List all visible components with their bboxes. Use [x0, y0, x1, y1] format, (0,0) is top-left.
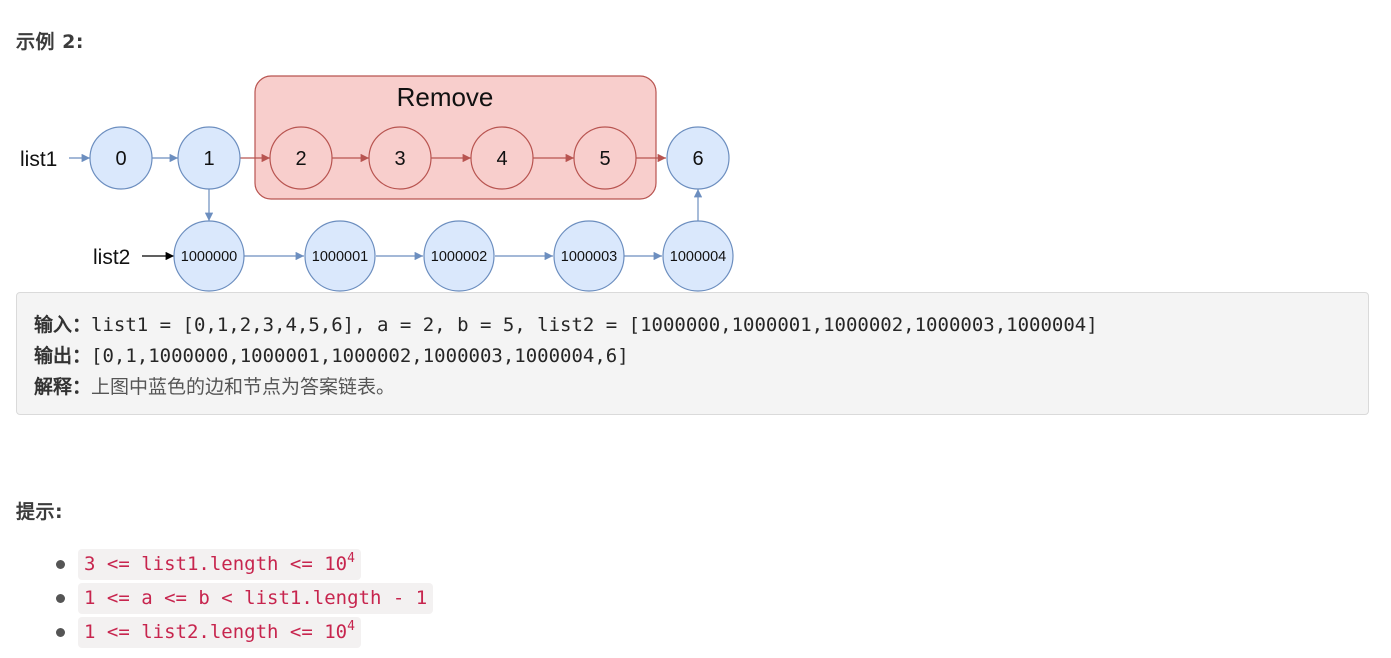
list1-node-3-label: 3 — [394, 148, 405, 170]
hint-text: 1 <= list2.length <= 10 — [84, 621, 348, 643]
list1-node-1-label: 1 — [203, 148, 214, 170]
list1-node-4-label: 4 — [496, 148, 507, 170]
list1-node-6: 6 — [666, 126, 730, 190]
hint-code: 1 <= list2.length <= 104 — [78, 617, 361, 648]
hint-exponent: 4 — [347, 619, 355, 634]
list2-node-2: 1000002 — [423, 220, 495, 292]
linked-list-diagram: Remove list1 0 1 2 3 4 5 6 list2 — [20, 75, 734, 292]
list1-node-2: 2 — [269, 126, 333, 190]
list1-node-1: 1 — [177, 126, 241, 190]
hint-code: 1 <= a <= b < list1.length - 1 — [78, 583, 434, 614]
list1-node-0-label: 0 — [115, 148, 126, 170]
hint-text: 3 <= list1.length <= 10 — [84, 553, 348, 575]
list1-node-6-label: 6 — [692, 148, 703, 170]
list2-node-1-label: 1000001 — [312, 249, 368, 265]
bullet-icon — [56, 560, 65, 569]
explain-label: 解释： — [34, 376, 92, 398]
explain-text: 上图中蓝色的边和节点为答案链表。 — [91, 376, 396, 398]
list2-node-3: 1000003 — [553, 220, 625, 292]
input-label: 输入： — [34, 314, 92, 336]
example-io-block: 输入：list1 = [0,1,2,3,4,5,6], a = 2, b = 5… — [16, 292, 1369, 415]
list1-node-0: 0 — [89, 126, 153, 190]
hint-text: 1 <= a <= b < list1.length - 1 — [84, 587, 428, 609]
list1-node-4: 4 — [470, 126, 534, 190]
explain-line: 解释：上图中蓝色的边和节点为答案链表。 — [34, 372, 1368, 403]
output-label: 输出： — [34, 345, 92, 367]
list2-node-2-label: 1000002 — [431, 249, 487, 265]
list2-node-3-label: 1000003 — [561, 249, 617, 265]
list2-node-4-label: 1000004 — [670, 249, 726, 265]
list1-node-5-label: 5 — [599, 148, 610, 170]
list2-node-4: 1000004 — [662, 220, 734, 292]
list2-node-0: 1000000 — [173, 220, 245, 292]
list2-label: list2 — [93, 246, 130, 269]
hint-code: 3 <= list1.length <= 104 — [78, 549, 361, 580]
input-line: 输入：list1 = [0,1,2,3,4,5,6], a = 2, b = 5… — [34, 310, 1368, 341]
bullet-icon — [56, 594, 65, 603]
list1-node-3: 3 — [368, 126, 432, 190]
remove-label: Remove — [397, 82, 494, 112]
list2-node-1: 1000001 — [304, 220, 376, 292]
example-heading: 示例 2: — [16, 31, 84, 53]
list2-node-0-label: 1000000 — [181, 249, 237, 265]
list1-node-2-label: 2 — [295, 148, 306, 170]
bullet-icon — [56, 628, 65, 637]
hint-exponent: 4 — [347, 551, 355, 566]
input-value: list1 = [0,1,2,3,4,5,6], a = 2, b = 5, l… — [91, 314, 1098, 336]
list1-label: list1 — [20, 148, 57, 171]
list1-node-5: 5 — [573, 126, 637, 190]
output-value: [0,1,1000000,1000001,1000002,1000003,100… — [91, 345, 629, 367]
output-line: 输出：[0,1,1000000,1000001,1000002,1000003,… — [34, 341, 1368, 372]
remove-region — [254, 75, 657, 200]
hints-heading: 提示: — [16, 501, 64, 523]
